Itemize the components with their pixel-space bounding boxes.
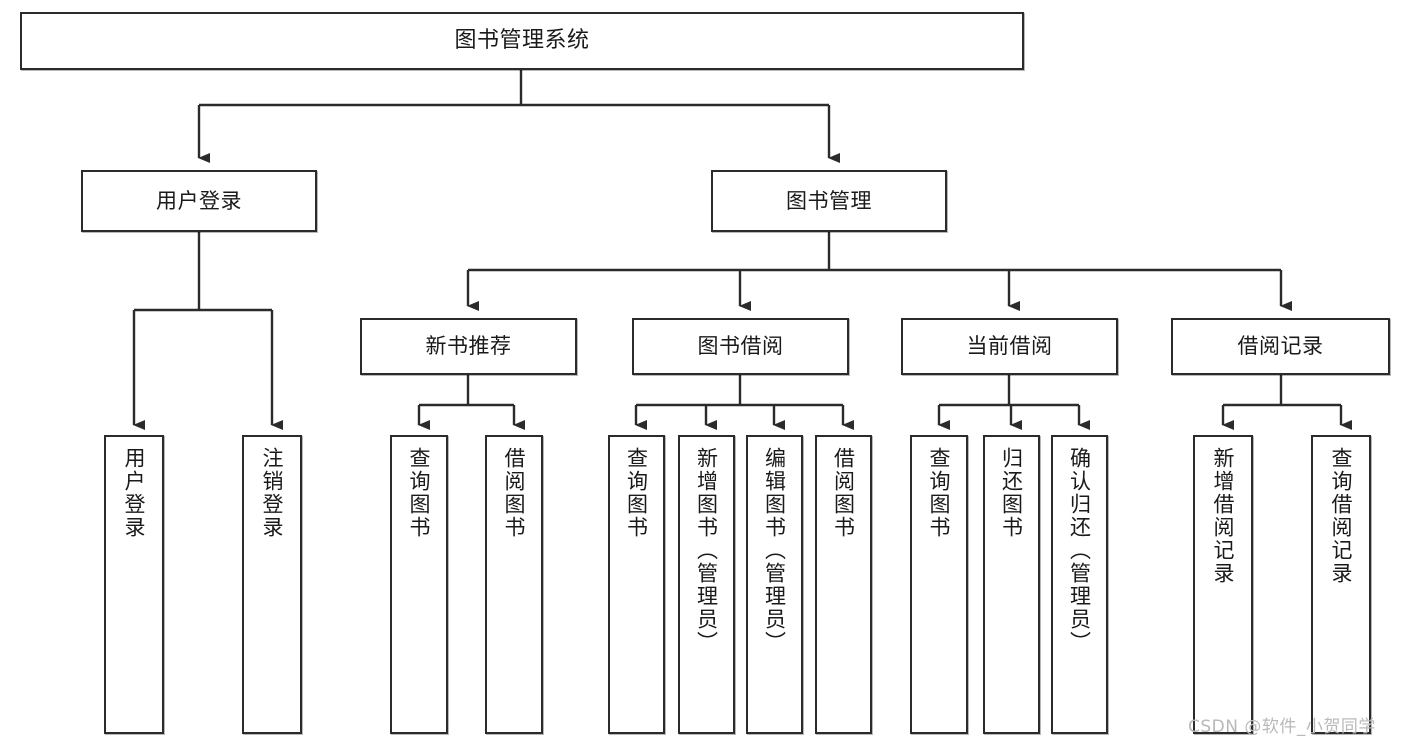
leaf-query-book-current[interactable]: 查询图书: [910, 435, 968, 734]
node-label: 编辑图书（管理员）: [762, 447, 787, 654]
node-user-login[interactable]: 用户登录: [81, 170, 317, 232]
leaf-add-borrow-record[interactable]: 新增借阅记录: [1193, 435, 1253, 734]
node-label: 查询图书: [624, 447, 649, 539]
leaf-edit-book-admin[interactable]: 编辑图书（管理员）: [746, 435, 803, 734]
node-label: 查询图书: [927, 447, 952, 539]
leaf-user-login[interactable]: 用户登录: [104, 435, 164, 734]
node-new-book-recommend[interactable]: 新书推荐: [360, 318, 577, 375]
leaf-query-book-recommend[interactable]: 查询图书: [390, 435, 448, 734]
leaf-query-borrow-record[interactable]: 查询借阅记录: [1311, 435, 1371, 734]
node-label: 图书管理系统: [454, 28, 590, 54]
node-label: 注销登录: [260, 447, 285, 539]
leaf-return-book[interactable]: 归还图书: [983, 435, 1040, 734]
leaf-confirm-return-admin[interactable]: 确认归还（管理员）: [1051, 435, 1108, 734]
node-label: 查询借阅记录: [1329, 447, 1354, 585]
node-label: 用户登录: [156, 188, 242, 213]
node-label: 借阅记录: [1237, 334, 1324, 359]
node-label: 借阅图书: [831, 447, 856, 539]
leaf-query-book-borrow[interactable]: 查询图书: [608, 435, 665, 734]
node-label: 图书借阅: [697, 334, 784, 359]
node-label: 确认归还（管理员）: [1067, 447, 1092, 654]
node-label: 新书推荐: [425, 334, 512, 359]
csdn-watermark: CSDN @软件_小贺同学: [1188, 717, 1376, 737]
node-borrow-record[interactable]: 借阅记录: [1171, 318, 1390, 375]
leaf-borrow-book-recommend[interactable]: 借阅图书: [485, 435, 543, 734]
node-label: 借阅图书: [502, 447, 527, 539]
node-book-management[interactable]: 图书管理: [711, 170, 947, 232]
node-current-borrow[interactable]: 当前借阅: [901, 318, 1118, 375]
node-label: 用户登录: [122, 447, 147, 539]
node-label: 归还图书: [999, 447, 1024, 539]
node-book-borrow[interactable]: 图书借阅: [632, 318, 849, 375]
leaf-borrow-book-borrow[interactable]: 借阅图书: [815, 435, 872, 734]
node-label: 当前借阅: [966, 334, 1053, 359]
node-root-book-management-system[interactable]: 图书管理系统: [20, 12, 1024, 70]
node-label: 新增图书（管理员）: [694, 447, 719, 654]
node-label: 新增借阅记录: [1211, 447, 1236, 585]
leaf-logout-login[interactable]: 注销登录: [242, 435, 302, 734]
node-label: 查询图书: [407, 447, 432, 539]
node-label: 图书管理: [786, 188, 872, 213]
leaf-add-book-admin[interactable]: 新增图书（管理员）: [678, 435, 735, 734]
